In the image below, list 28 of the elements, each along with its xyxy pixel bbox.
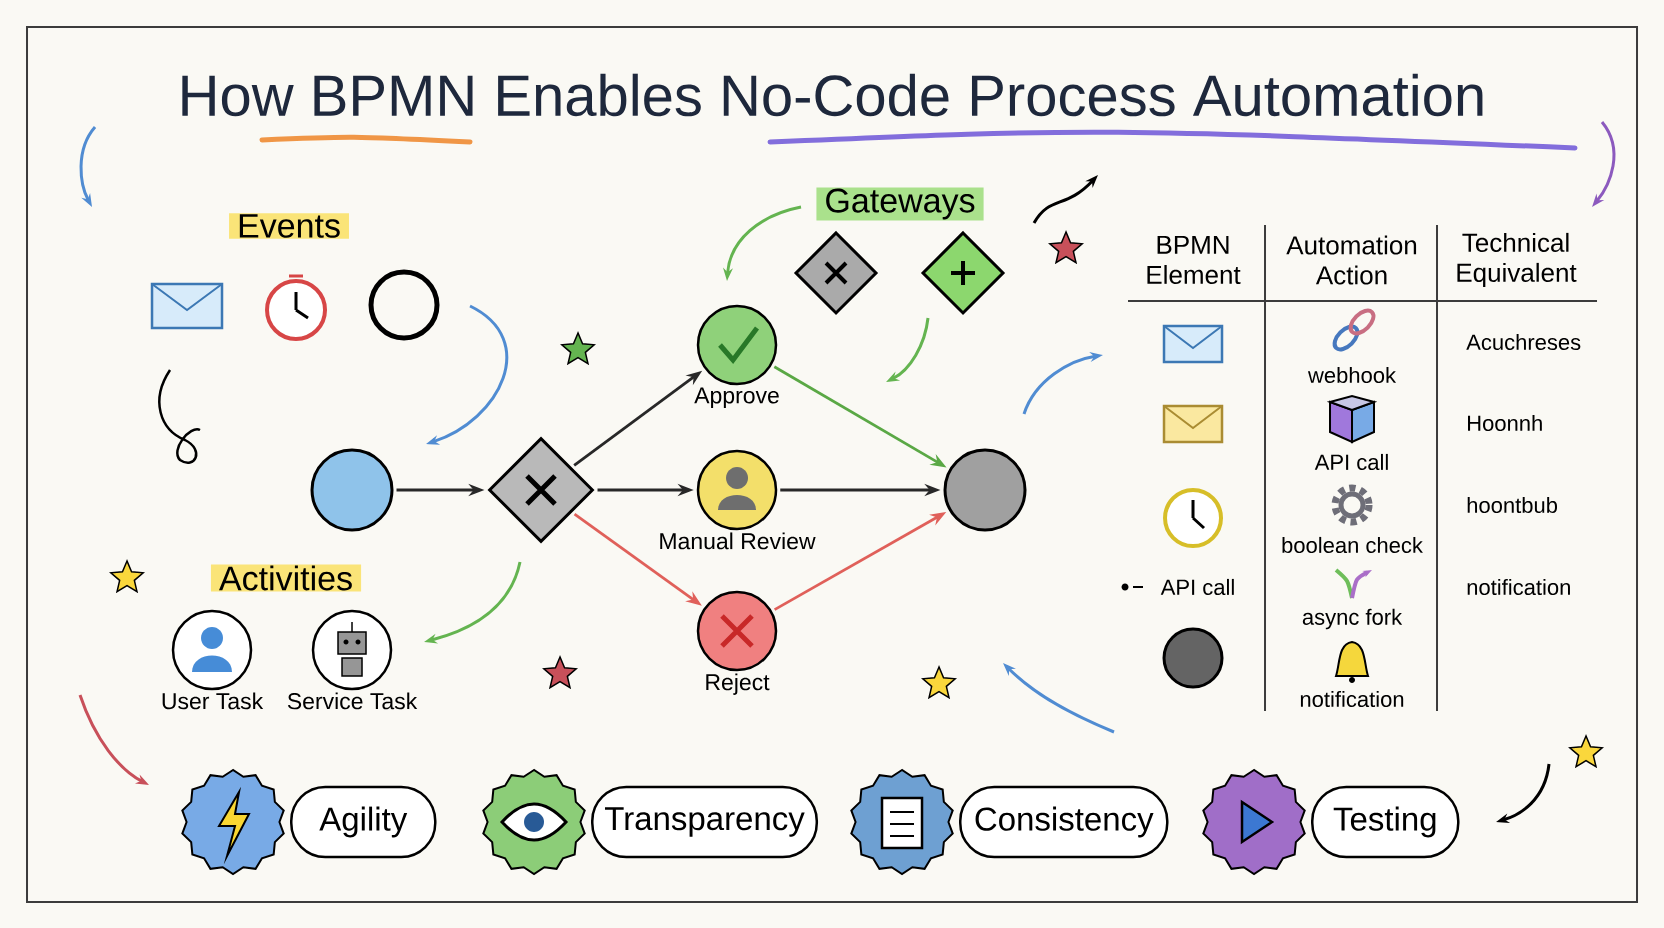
event-circle: [310, 448, 394, 532]
section-heading: Events: [229, 213, 349, 239]
section-heading: Activities: [210, 564, 362, 592]
title: How BPMN Enables No-Code Process Automation: [182, 73, 1483, 117]
table-cell: Hoonnh: [1468, 414, 1542, 432]
node-label: Reject: [706, 673, 770, 695]
table-cell: hoontbub: [1467, 496, 1558, 514]
table-cell: notification: [1300, 690, 1404, 708]
benefit-pill: Testing: [1311, 785, 1460, 859]
node-label: User Task: [162, 692, 264, 710]
table-cell: API call: [1160, 578, 1234, 596]
column-header: BPMN Element: [1147, 235, 1241, 285]
node-label: Manual Review: [660, 532, 816, 550]
benefit-pill: Consistency: [959, 785, 1169, 859]
table-cell: Acuchreses: [1466, 333, 1581, 351]
column-header: Technical Equivalent: [1457, 232, 1577, 288]
benefit-pill: Agility: [290, 785, 437, 859]
section-heading: Gateways: [816, 187, 984, 221]
table-cell: async fork: [1302, 608, 1403, 630]
table-cell: webhook: [1307, 366, 1397, 384]
column-header: Automation Action: [1286, 235, 1417, 285]
table-cell: API call: [1314, 453, 1388, 471]
benefit-pill: Transparency: [591, 785, 819, 859]
table-cell: notification: [1467, 578, 1570, 596]
node-label: Approve: [694, 387, 779, 409]
event-circle: [943, 448, 1027, 532]
table-cell: boolean check: [1282, 536, 1423, 554]
node-label: Service Task: [287, 692, 418, 710]
